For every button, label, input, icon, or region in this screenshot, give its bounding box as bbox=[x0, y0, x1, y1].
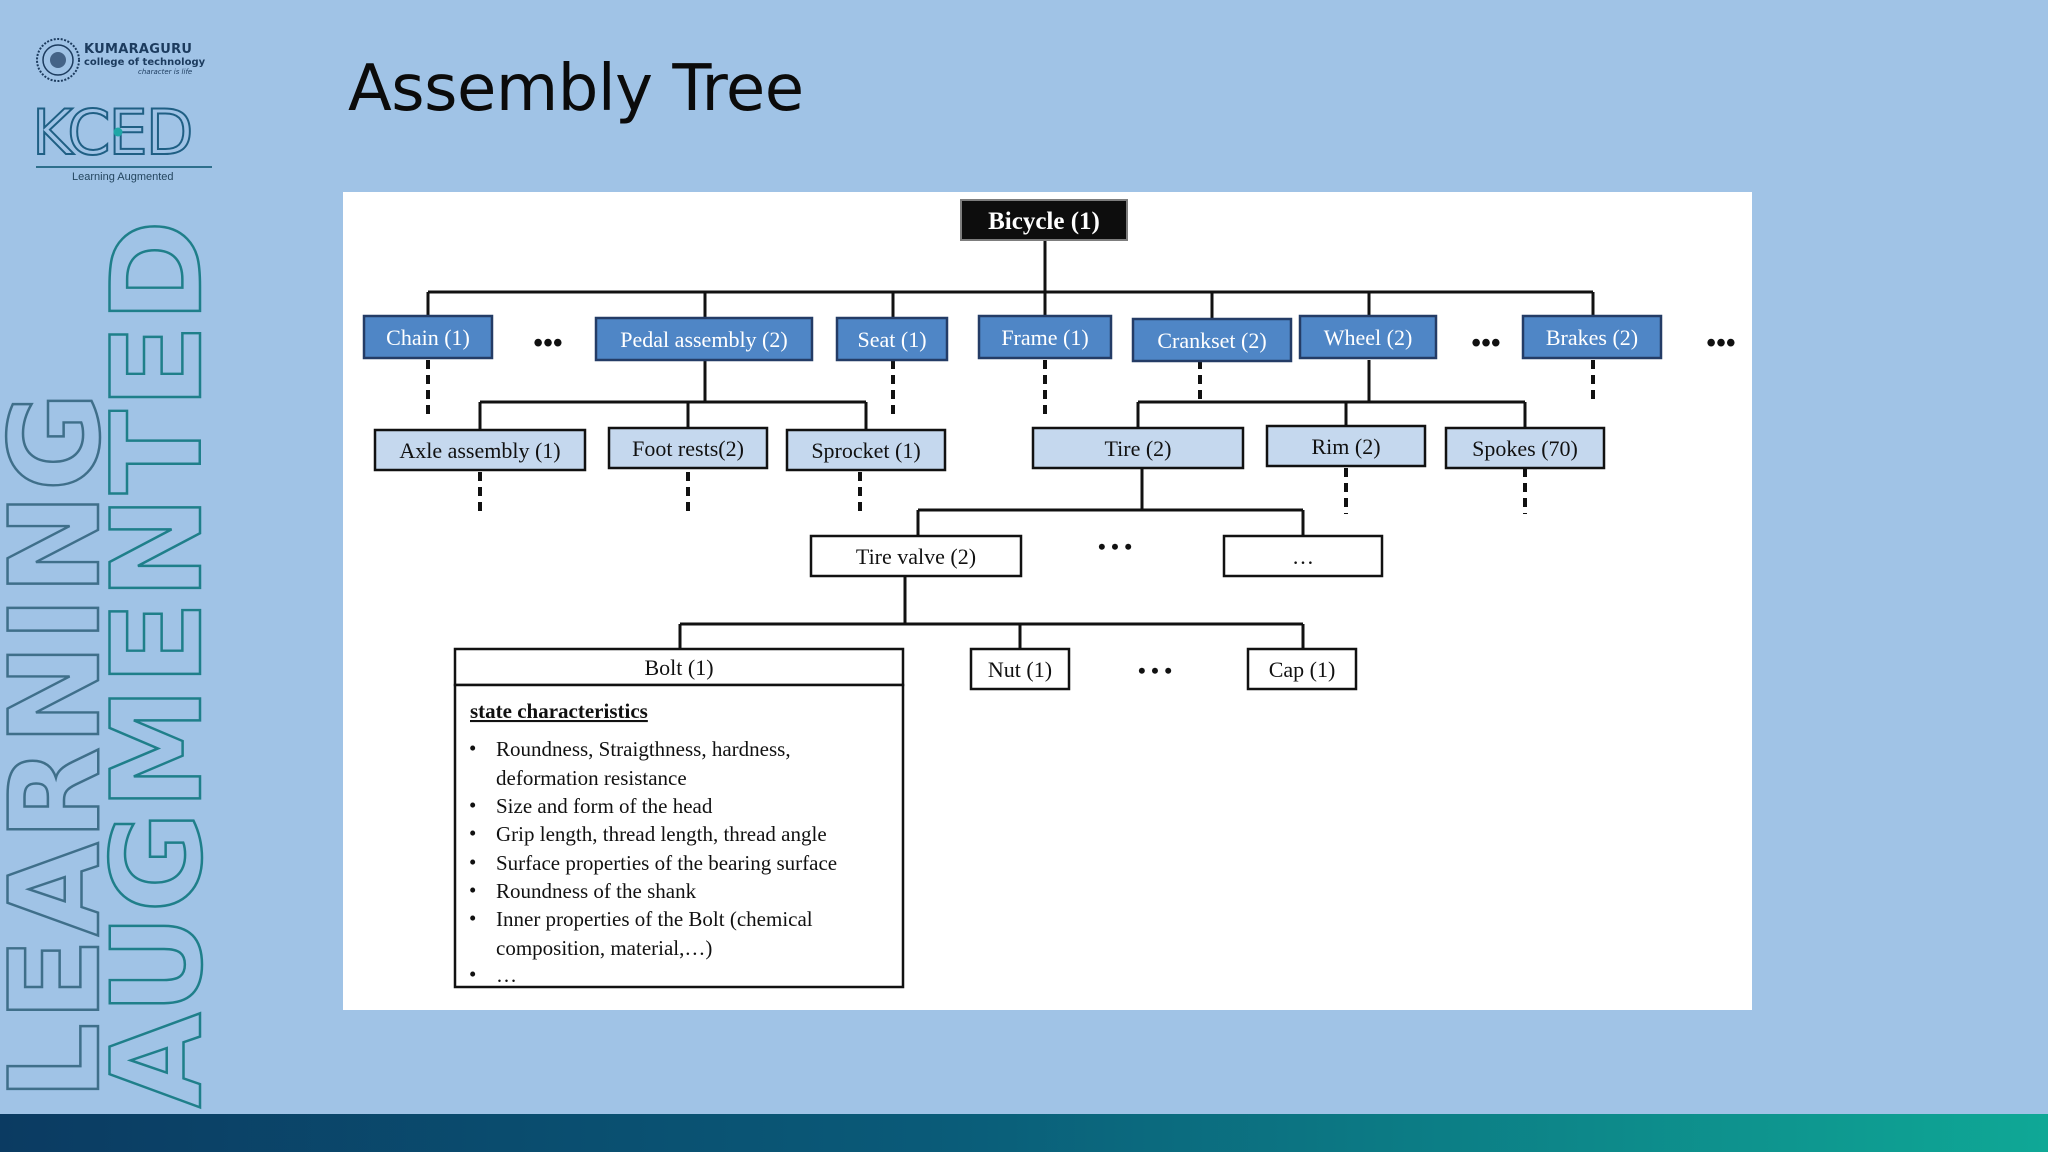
kced-wordmark: KCED bbox=[32, 102, 191, 162]
tree-node-nut: Nut (1) bbox=[969, 647, 1071, 691]
tree-node-tire: Tire (2) bbox=[1031, 426, 1245, 470]
bullet-2: • bbox=[469, 793, 476, 817]
kced-dot-icon bbox=[113, 127, 123, 137]
connectors bbox=[426, 240, 1595, 649]
ellipsis-after-brakes: ••• bbox=[1706, 328, 1735, 359]
org-name: KUMARAGURU bbox=[84, 42, 193, 57]
svg-text:Seat (1): Seat (1) bbox=[857, 327, 926, 352]
svg-text:Brakes (2): Brakes (2) bbox=[1546, 325, 1638, 350]
tree-node-spokes: Spokes (70) bbox=[1444, 426, 1606, 470]
bolt-detail-line-2: deformation resistance bbox=[496, 766, 687, 790]
side-word-learning: LEARNING bbox=[0, 390, 128, 1100]
bolt-detail-line-7: Inner properties of the Bolt (chemical bbox=[496, 907, 813, 931]
svg-text:Wheel (2): Wheel (2) bbox=[1324, 325, 1413, 350]
kced-underline bbox=[36, 166, 212, 168]
level1-nodes: Chain (1) Pedal assembly (2) Seat (1) Fr… bbox=[362, 314, 1663, 363]
svg-text:Chain (1): Chain (1) bbox=[386, 325, 470, 350]
bullet-5: • bbox=[469, 878, 476, 902]
bullet-6: • bbox=[469, 906, 476, 930]
bullet-4: • bbox=[469, 850, 476, 874]
svg-text:…: … bbox=[1292, 544, 1314, 569]
svg-text:Pedal assembly (2): Pedal assembly (2) bbox=[620, 327, 787, 352]
ellipsis-after-chain: ••• bbox=[533, 328, 562, 359]
svg-text:Tire valve (2): Tire valve (2) bbox=[856, 544, 976, 569]
tree-node-frame: Frame (1) bbox=[977, 314, 1113, 360]
org-subtitle: college of technology bbox=[84, 57, 206, 68]
svg-text:Frame (1): Frame (1) bbox=[1001, 325, 1088, 350]
svg-text:Rim (2): Rim (2) bbox=[1311, 434, 1380, 459]
bolt-detail-line-1: Roundness, Straigthness, hardness, bbox=[496, 737, 791, 761]
bullet-3: • bbox=[469, 821, 476, 845]
bolt-detail-line-3: Size and form of the head bbox=[496, 794, 713, 818]
ellipsis-after-wheel: ••• bbox=[1471, 328, 1500, 359]
svg-text:Foot rests(2): Foot rests(2) bbox=[632, 436, 744, 461]
svg-text:Nut (1): Nut (1) bbox=[988, 657, 1052, 682]
svg-text:Sprocket (1): Sprocket (1) bbox=[811, 438, 920, 463]
svg-text:Tire (2): Tire (2) bbox=[1104, 436, 1171, 461]
dashed-connectors bbox=[426, 360, 1595, 516]
side-word-augmented: AUGMENTED bbox=[86, 218, 220, 1108]
tree-node-tire-valve: Tire valve (2) bbox=[809, 534, 1023, 578]
ellipsis-level3: • • • bbox=[1098, 534, 1132, 559]
tree-node-chain: Chain (1) bbox=[362, 314, 494, 360]
level2-nodes: Axle assembly (1) Foot rests(2) Sprocket… bbox=[373, 424, 1606, 472]
bullet-1: • bbox=[469, 736, 476, 760]
bolt-state-characteristics: state characteristics • Roundness, Strai… bbox=[453, 683, 905, 989]
kced-tagline: Learning Augmented bbox=[72, 171, 174, 183]
level3-nodes: Tire valve (2) … • • • bbox=[809, 534, 1384, 578]
tree-node-seat: Seat (1) bbox=[835, 316, 949, 362]
level4-nodes: Bolt (1) Nut (1) Cap (1) • • • bbox=[453, 647, 1358, 691]
tree-node-foot-rests: Foot rests(2) bbox=[607, 426, 769, 470]
tree-node-cap: Cap (1) bbox=[1246, 647, 1358, 691]
tree-node-wheel: Wheel (2) bbox=[1298, 314, 1438, 360]
svg-text:Bicycle (1): Bicycle (1) bbox=[988, 208, 1100, 235]
tree-node-rim: Rim (2) bbox=[1265, 424, 1427, 468]
bolt-details-heading: state characteristics bbox=[470, 699, 648, 723]
svg-text:Cap (1): Cap (1) bbox=[1269, 657, 1336, 682]
svg-text:Spokes (70): Spokes (70) bbox=[1472, 436, 1578, 461]
bolt-detail-line-9: … bbox=[496, 963, 517, 987]
bolt-detail-line-8: composition, material,…) bbox=[496, 936, 712, 960]
college-seal-icon bbox=[36, 38, 80, 82]
org-tagline: character is life bbox=[138, 68, 193, 76]
bolt-detail-line-4: Grip length, thread length, thread angle bbox=[496, 822, 827, 846]
bolt-detail-line-6: Roundness of the shank bbox=[496, 879, 697, 903]
bullet-7: • bbox=[469, 962, 476, 986]
tree-node-sprocket: Sprocket (1) bbox=[785, 428, 947, 472]
side-watermark: LEARNING AUGMENTED bbox=[0, 217, 220, 1110]
svg-text:Axle assembly (1): Axle assembly (1) bbox=[399, 438, 560, 463]
tree-node-root: Bicycle (1) bbox=[960, 199, 1128, 241]
page-title: Assembly Tree bbox=[348, 52, 804, 126]
assembly-tree-diagram: Bicycle (1) Chain (1) Pedal assembly (2)… bbox=[343, 192, 1752, 1010]
svg-text:Crankset (2): Crankset (2) bbox=[1157, 328, 1266, 353]
tree-node-bolt: Bolt (1) bbox=[453, 647, 905, 687]
bottom-gradient-bar bbox=[0, 1114, 2048, 1152]
tree-node-pedal-assembly: Pedal assembly (2) bbox=[594, 316, 814, 362]
ellipsis-level4: • • • bbox=[1138, 658, 1172, 683]
tree-node-axle-assembly: Axle assembly (1) bbox=[373, 428, 587, 472]
bolt-detail-line-5: Surface properties of the bearing surfac… bbox=[496, 851, 837, 875]
tree-node-crankset: Crankset (2) bbox=[1131, 317, 1293, 363]
kced-logo: KCED bbox=[32, 102, 194, 162]
svg-text:Bolt (1): Bolt (1) bbox=[644, 655, 713, 680]
tree-node-brakes: Brakes (2) bbox=[1521, 314, 1663, 360]
tree-node-more: … bbox=[1222, 534, 1384, 578]
